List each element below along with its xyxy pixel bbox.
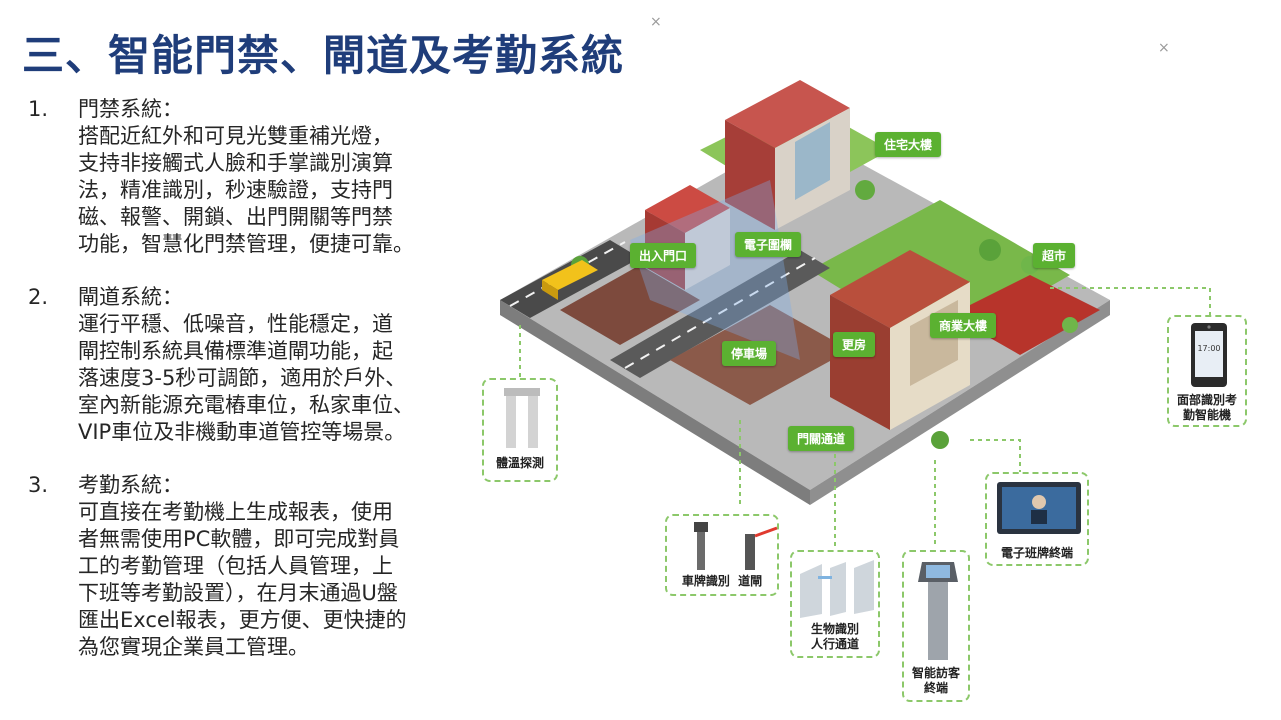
school-bus bbox=[542, 260, 598, 290]
body-line: 下班等考勤設置），在月末通過U盤 bbox=[78, 581, 398, 605]
tag-fence: 電子圍欄 bbox=[735, 232, 802, 257]
tag-commercial: 商業大樓 bbox=[930, 313, 997, 338]
section-title: 考勤系統： bbox=[78, 473, 183, 497]
tag-guard-room: 更房 bbox=[833, 332, 876, 357]
decor-cross-icon: × bbox=[1158, 40, 1170, 56]
device-label: 面部識別考 勤智能機 bbox=[1176, 393, 1237, 422]
visitor-kiosk-icon bbox=[918, 562, 958, 660]
section-body: 可直接在考勤機上生成報表，使用 者無需使用PC軟體，即可完成對員 工的考勤管理（… bbox=[78, 499, 468, 661]
face-terminal-icon: 17:00 bbox=[1191, 323, 1227, 387]
body-line: 工的考勤管理（包括人員管理，上 bbox=[78, 554, 393, 578]
device-label: 車牌識別 道閘 bbox=[681, 574, 763, 588]
device-card-visitor: 智能訪客 終端 bbox=[902, 550, 970, 702]
device-card-bio-passage: 生物識別 人行通道 bbox=[790, 550, 880, 658]
body-line: 室內新能源充電樁車位，私家車位、 bbox=[78, 393, 414, 417]
body-line: 為您實現企業員工管理。 bbox=[78, 635, 309, 659]
tag-supermarket: 超市 bbox=[1033, 243, 1076, 268]
section-attendance: 3. 考勤系統： 可直接在考勤機上生成報表，使用 者無需使用PC軟體，即可完成對… bbox=[28, 472, 468, 661]
body-line: 磁、報警、開鎖、出門開關等門禁 bbox=[78, 205, 393, 229]
body-line: 閘控制系統具備標準道閘功能，起 bbox=[78, 339, 393, 363]
page-title: 三、智能門禁、閘道及考勤系統 bbox=[22, 31, 625, 80]
tag-gate-passage: 門關通道 bbox=[788, 426, 855, 451]
tag-entrance: 出入門口 bbox=[630, 243, 697, 268]
device-label: 電子班牌終端 bbox=[1000, 546, 1073, 560]
svg-text:17:00: 17:00 bbox=[1197, 344, 1220, 353]
section-number: 1. bbox=[28, 97, 49, 121]
temperature-gate-icon bbox=[504, 388, 540, 448]
device-label: 生物識別 人行通道 bbox=[810, 622, 859, 651]
tag-residential: 住宅大樓 bbox=[875, 132, 942, 157]
decor-cross-icon: × bbox=[650, 14, 662, 30]
device-card-plate-gate: 車牌識別 道閘 bbox=[665, 514, 779, 596]
tag-parking: 停車場 bbox=[722, 341, 777, 366]
section-body: 搭配近紅外和可見光雙重補光燈， 支持非接觸式人臉和手掌識別演算 法，精准識別，秒… bbox=[78, 123, 468, 258]
section-access-control: 1. 門禁系統： 搭配近紅外和可見光雙重補光燈， 支持非接觸式人臉和手掌識別演算… bbox=[28, 96, 468, 258]
device-card-face-attendance: 17:00 面部識別考 勤智能機 bbox=[1167, 315, 1247, 427]
section-number: 3. bbox=[28, 473, 49, 497]
body-line: 功能，智慧化門禁管理，便捷可靠。 bbox=[78, 232, 414, 256]
body-line: 落速度3-5秒可調節，適用於戶外、 bbox=[78, 366, 407, 390]
feature-list: 1. 門禁系統： 搭配近紅外和可見光雙重補光燈， 支持非接觸式人臉和手掌識別演算… bbox=[28, 96, 468, 687]
body-line: 運行平穩、低噪音，性能穩定，道 bbox=[78, 312, 393, 336]
connector-lines bbox=[519, 287, 1211, 550]
section-gate-system: 2. 閘道系統： 運行平穩、低噪音，性能穩定，道 閘控制系統具備標準道閘功能，起… bbox=[28, 284, 468, 446]
turnstile-icon bbox=[800, 560, 874, 618]
plate-gate-icon bbox=[694, 522, 778, 570]
device-label: 智能訪客 終端 bbox=[911, 666, 960, 695]
section-title: 門禁系統： bbox=[78, 97, 183, 121]
body-line: 匯出Excel報表，更方便、更快捷的 bbox=[78, 608, 407, 632]
body-line: 支持非接觸式人臉和手掌識別演算 bbox=[78, 151, 393, 175]
smart-community-illustration: 住宅大樓 出入門口 電子圍欄 超市 商業大樓 停車場 更房 門關通道 17:00… bbox=[470, 60, 1281, 720]
body-line: 者無需使用PC軟體，即可完成對員 bbox=[78, 527, 400, 551]
device-card-signage: 電子班牌終端 bbox=[985, 472, 1089, 566]
section-body: 運行平穩、低噪音，性能穩定，道 閘控制系統具備標準道閘功能，起 落速度3-5秒可… bbox=[78, 311, 468, 446]
body-line: 可直接在考勤機上生成報表，使用 bbox=[78, 500, 393, 524]
section-number: 2. bbox=[28, 285, 49, 309]
device-card-temperature: 體溫探測 bbox=[482, 378, 558, 482]
body-line: 法，精准識別，秒速驗證，支持門 bbox=[78, 178, 393, 202]
signage-screen-icon bbox=[997, 482, 1081, 534]
body-line: VIP車位及非機動車道管控等場景。 bbox=[78, 420, 406, 444]
body-line: 搭配近紅外和可見光雙重補光燈， bbox=[78, 124, 393, 148]
section-title: 閘道系統： bbox=[78, 285, 183, 309]
device-label: 體溫探測 bbox=[495, 456, 544, 470]
